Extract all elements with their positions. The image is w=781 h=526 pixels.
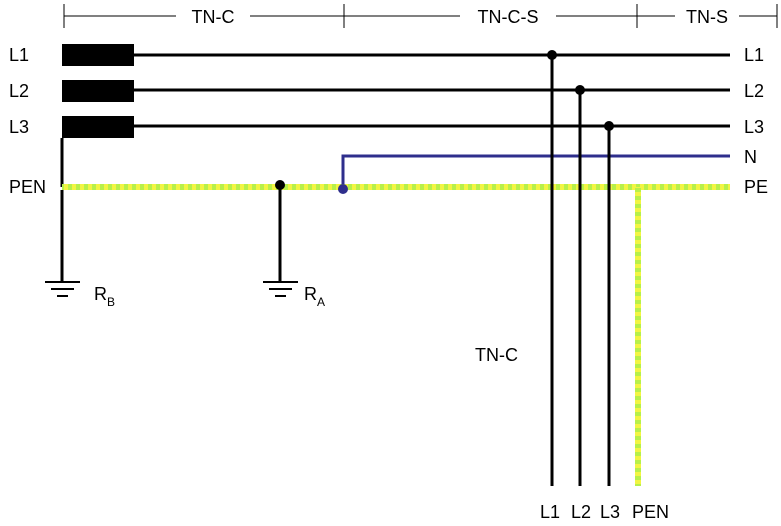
ground-label-ra: RA (304, 284, 325, 309)
bottom-label-l1: L1 (540, 502, 560, 522)
junction-dot-l3 (604, 121, 614, 131)
pen-pe-conductor (62, 184, 730, 190)
bottom-label-l3: L3 (600, 502, 620, 522)
section-label-tn-c: TN-C (192, 7, 235, 27)
left-label-l3: L3 (9, 117, 29, 137)
left-label-l2: L2 (9, 81, 29, 101)
tn-s-label-bg (675, 6, 739, 26)
pen-branch-conductor (635, 187, 641, 486)
right-label-n: N (744, 147, 757, 167)
bottom-label-pen: PEN (632, 502, 669, 522)
transformer-windings (62, 44, 134, 138)
ground-ra (263, 185, 298, 297)
left-label-pen: PEN (9, 177, 46, 197)
tn-c-label-bg (176, 6, 250, 26)
neutral-conductor-n (341, 154, 730, 189)
right-label-l1: L1 (744, 45, 764, 65)
section-dimension-line (63, 4, 778, 28)
left-label-l1: L1 (9, 45, 29, 65)
right-label-pe: PE (744, 177, 768, 197)
section-label-tn-c-s: TN-C-S (478, 7, 539, 27)
junction-dot-l2 (575, 85, 585, 95)
ground-rb (45, 190, 80, 297)
bottom-label-l2: L2 (571, 502, 591, 522)
junction-dot-l1 (547, 50, 557, 60)
right-label-l3: L3 (744, 117, 764, 137)
section-label-tn-s: TN-S (686, 7, 728, 27)
ground-label-rb: RB (94, 284, 115, 309)
junction-dot-n (338, 184, 348, 194)
tn-c-s-label-bg (460, 6, 556, 26)
branch-label-tn-c: TN-C (475, 345, 518, 365)
right-label-l2: L2 (744, 81, 764, 101)
